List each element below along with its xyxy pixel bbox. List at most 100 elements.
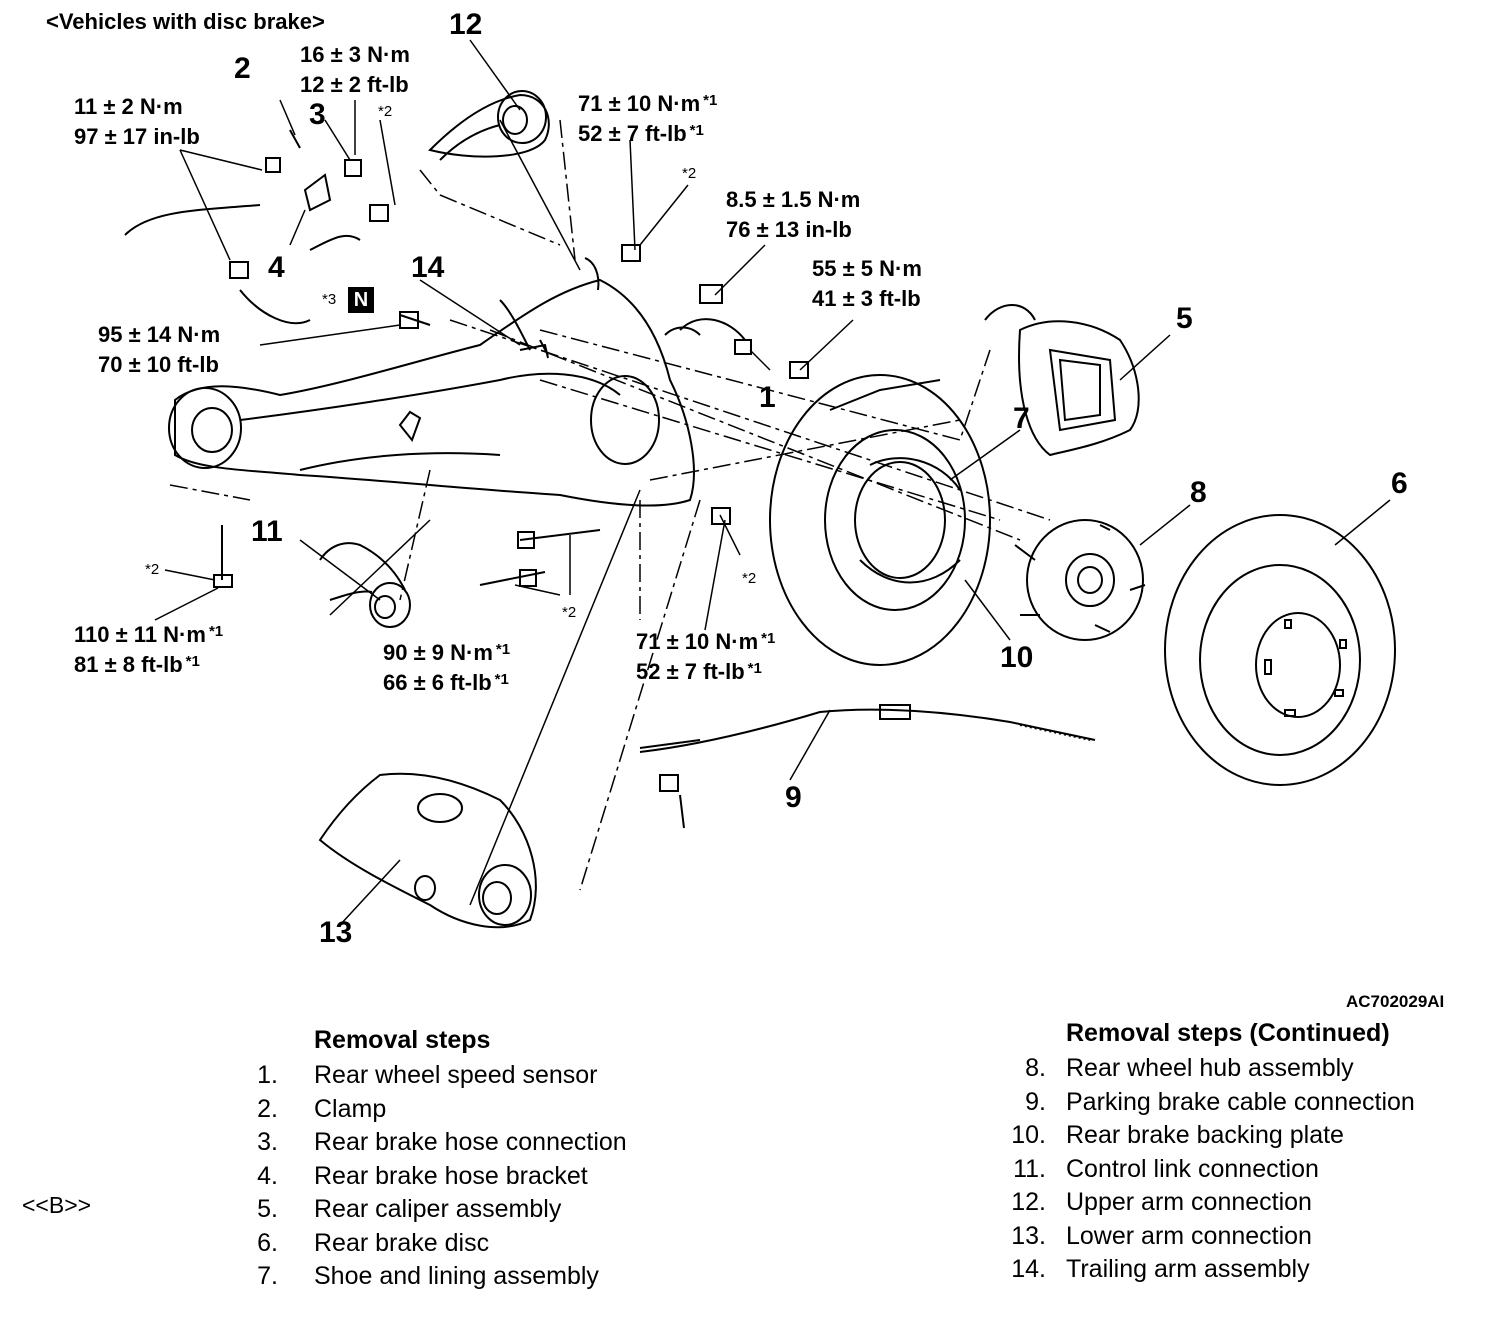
- footnote-mark: *1: [494, 671, 509, 688]
- footnote-mark: *1: [747, 660, 762, 677]
- exploded-suspension-diagram: [124, 39, 1396, 929]
- step-text: Rear brake hose bracket: [314, 1161, 588, 1190]
- torque-metric: 90 ± 9 N·m: [383, 640, 493, 665]
- step-text: Rear wheel speed sensor: [314, 1061, 598, 1089]
- torque-spec-hose-connection: 16 ± 3 N·m 12 ± 2 ft-lb: [300, 40, 410, 100]
- figure-code: AC702029AI: [1346, 992, 1445, 1011]
- step-text: Rear brake backing plate: [1066, 1121, 1344, 1149]
- parking-brake-cable-drawing: [639, 704, 1096, 829]
- bolts-drawing: [213, 244, 731, 588]
- step-number: 12.: [1011, 1188, 1046, 1216]
- torque-imperial: 66 ± 6 ft-lb: [383, 670, 492, 695]
- backing-plate-and-shoe-drawing: [769, 374, 991, 666]
- list-item: 10. Rear brake backing plate: [982, 1119, 1415, 1153]
- callout-11: 11: [251, 515, 283, 548]
- footnote-mark: *1: [761, 630, 776, 647]
- callout-13: 13: [319, 916, 353, 949]
- step-number: 9.: [1025, 1087, 1046, 1116]
- footnote-star3: *3: [322, 291, 337, 308]
- callout-6: 6: [1391, 467, 1408, 500]
- footnote-mark: *1: [185, 653, 200, 670]
- footnote-mark: *1: [495, 641, 511, 658]
- caliper-drawing: [984, 304, 1140, 457]
- torque-metric: 71 ± 10 N·m: [578, 91, 701, 116]
- step-text: Control link connection: [1066, 1154, 1319, 1183]
- step-text: Rear brake hose connection: [314, 1128, 627, 1156]
- list-item: 12. Upper arm connection: [982, 1186, 1415, 1220]
- torque-imperial: 52 ± 7 ft-lb: [636, 659, 745, 684]
- callout-8: 8: [1190, 476, 1207, 509]
- step-number: 1.: [257, 1061, 278, 1089]
- step-text: Trailing arm assembly: [1066, 1255, 1310, 1283]
- trailing-arm-drawing: [168, 257, 695, 507]
- callout-9: 9: [785, 781, 802, 814]
- step-number: 4.: [257, 1161, 278, 1190]
- list-item: 4. Rear brake hose bracket: [222, 1160, 627, 1194]
- list-item: 2. Clamp: [222, 1093, 627, 1127]
- step-text: Clamp: [314, 1094, 387, 1123]
- step-number: 11.: [1013, 1154, 1046, 1183]
- torque-metric: 95 ± 14 N·m: [98, 322, 221, 347]
- torque-spec-trailing-arm-front: 95 ± 14 N·m 70 ± 10 ft-lb: [98, 320, 220, 380]
- brake-disc-drawing: [1164, 514, 1396, 786]
- list-item: 8.Rear wheel hub assembly: [982, 1052, 1415, 1086]
- list-item: 14. Trailing arm assembly: [982, 1253, 1415, 1287]
- upper-arm-drawing: [428, 90, 550, 161]
- leader-lines: [154, 39, 1391, 926]
- callout-2: 2: [234, 52, 251, 85]
- torque-metric: 71 ± 10 N·m: [636, 629, 759, 654]
- diagram-header: <Vehicles with disc brake>: [46, 9, 325, 34]
- footnote-star2: *2: [145, 561, 160, 578]
- torque-imperial: 76 ± 13 in-lb: [726, 217, 852, 242]
- torque-spec-backing-plate: 55 ± 5 N·m 41 ± 3 ft-lb: [812, 254, 922, 314]
- callout-4: 4: [268, 251, 285, 284]
- callout-10: 10: [1000, 641, 1034, 674]
- step-number: 14.: [1011, 1255, 1046, 1283]
- step-number: 2.: [257, 1094, 278, 1123]
- procedure-marker: <<B>>: [22, 1192, 92, 1218]
- control-link-drawing: [319, 542, 411, 628]
- list-item: 13.Lower arm connection: [982, 1220, 1415, 1254]
- step-number: 10.: [1011, 1121, 1046, 1149]
- speed-sensor-drawing: [664, 284, 809, 379]
- step-text: Upper arm connection: [1066, 1188, 1312, 1216]
- step-number: 8.: [1025, 1054, 1046, 1082]
- footnote-star2: *2: [742, 570, 757, 587]
- torque-imperial: 12 ± 2 ft-lb: [300, 72, 409, 97]
- torque-metric: 11 ± 2 N·m: [74, 94, 183, 119]
- list-item: 11. Control link connection: [982, 1153, 1415, 1187]
- footnote-mark: *1: [689, 122, 704, 139]
- footnote-star2: *2: [378, 103, 393, 120]
- removal-steps-continued: Removal steps (Continued) 8.Rear wheel h…: [982, 1017, 1415, 1287]
- torque-imperial: 97 ± 17 in-lb: [74, 124, 200, 149]
- torque-metric: 55 ± 5 N·m: [812, 256, 922, 281]
- assembly-centerlines: [169, 119, 1051, 891]
- callout-12: 12: [449, 8, 483, 41]
- step-text: Lower arm connection: [1066, 1221, 1312, 1250]
- list-item: 6.Rear brake disc: [222, 1227, 627, 1261]
- n-badge-icon: N: [348, 287, 374, 313]
- torque-imperial: 81 ± 8 ft-lb: [74, 652, 183, 677]
- torque-spec-control-link: 90 ± 9 N·m*1 66 ± 6 ft-lb*1: [383, 638, 510, 698]
- callout-1: 1: [759, 381, 776, 414]
- callout-5: 5: [1176, 302, 1193, 335]
- step-number: 3.: [257, 1128, 278, 1156]
- torque-spec-speed-sensor: 8.5 ± 1.5 N·m 76 ± 13 in-lb: [726, 185, 860, 245]
- torque-imperial: 52 ± 7 ft-lb: [578, 121, 687, 146]
- torque-metric: 16 ± 3 N·m: [300, 42, 410, 67]
- torque-spec-bracket-nut: 11 ± 2 N·m 97 ± 17 in-lb: [74, 92, 200, 152]
- callout-7: 7: [1013, 402, 1030, 435]
- footnote-star2: *2: [562, 604, 577, 621]
- torque-spec-trailing-arm-bolt: 110 ± 11 N·m*1 81 ± 8 ft-lb*1: [74, 620, 223, 680]
- list-item: 5.Rear caliper assembly: [222, 1193, 627, 1227]
- footnote-mark: *1: [208, 623, 224, 640]
- hub-drawing: [1014, 519, 1146, 641]
- brake-hose-drawing: [124, 129, 431, 329]
- list-item: 9. Parking brake cable connection: [982, 1086, 1415, 1120]
- callout-14: 14: [411, 251, 445, 284]
- torque-spec-lower-arm: 71 ± 10 N·m*1 52 ± 7 ft-lb*1: [636, 627, 775, 687]
- list-item: 3. Rear brake hose connection: [222, 1126, 627, 1160]
- step-text: Parking brake cable connection: [1066, 1087, 1415, 1116]
- step-text: Rear brake disc: [314, 1228, 490, 1257]
- removal-steps-continued-title: Removal steps (Continued): [1066, 1019, 1390, 1047]
